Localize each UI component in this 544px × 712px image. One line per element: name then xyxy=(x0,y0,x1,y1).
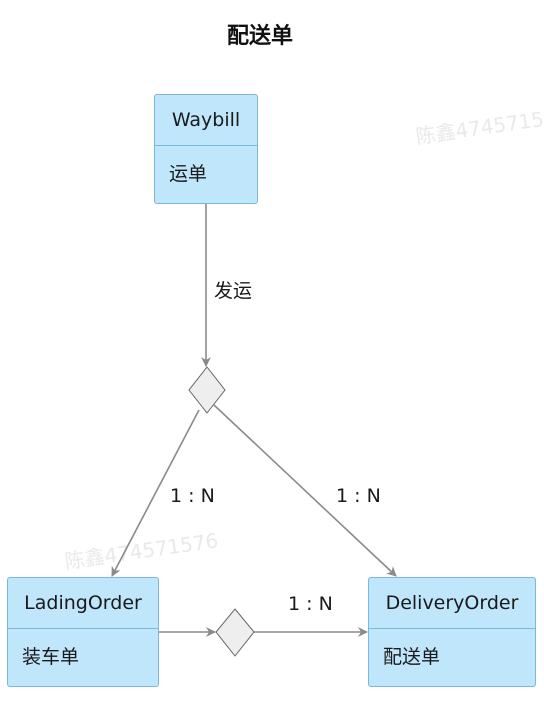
entity-waybill[interactable]: Waybill 运单 xyxy=(154,94,258,204)
entity-lading-order-label: 装车单 xyxy=(22,646,80,668)
diagram-title: 配送单 xyxy=(226,24,293,49)
entity-waybill-label: 运单 xyxy=(169,163,208,185)
delivery-cardinality-label: 1 : N xyxy=(336,485,381,507)
delivery-relation-line xyxy=(213,404,397,577)
dispatch-label: 发运 xyxy=(214,280,253,302)
entity-delivery-order-label: 配送单 xyxy=(383,646,441,668)
lading-cardinality-label: 1 : N xyxy=(170,485,215,507)
entity-delivery-order-name: DeliveryOrder xyxy=(369,578,535,629)
lading-delivery-diamond xyxy=(215,608,255,657)
entity-lading-order[interactable]: LadingOrder 装车单 xyxy=(7,577,159,687)
lading-relation-line xyxy=(111,409,200,577)
lading-to-delivery-cardinality-label: 1 : N xyxy=(288,593,333,615)
dispatch-diamond xyxy=(188,366,226,414)
entity-waybill-name: Waybill xyxy=(155,95,257,146)
entity-delivery-order[interactable]: DeliveryOrder 配送单 xyxy=(368,577,536,687)
entity-lading-order-name: LadingOrder xyxy=(8,578,158,629)
